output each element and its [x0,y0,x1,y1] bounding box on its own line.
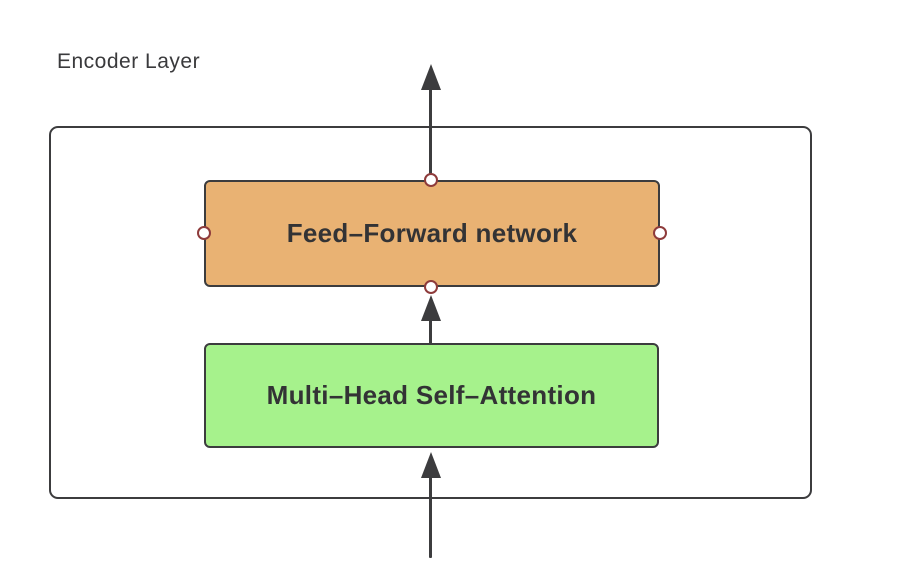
arrow-shaft [429,316,432,344]
node-label: Feed–Forward network [286,218,578,248]
diagram-title[interactable]: Encoder Layer [57,50,201,73]
node-label: Multi–Head Self–Attention [266,380,597,410]
connection-handle-right[interactable] [653,226,667,240]
arrow-shaft [429,86,432,180]
node-feed-forward-network[interactable]: Feed–Forward network [204,180,660,287]
arrow-head-icon [421,452,441,478]
connection-handle-left[interactable] [197,226,211,240]
node-multi-head-self-attention[interactable]: Multi–Head Self–Attention [204,343,659,448]
connection-handle-top[interactable] [424,173,438,187]
connection-handle-bottom[interactable] [424,280,438,294]
arrow-shaft [429,474,432,558]
arrow-head-icon [421,295,441,321]
arrow-head-icon [421,64,441,90]
